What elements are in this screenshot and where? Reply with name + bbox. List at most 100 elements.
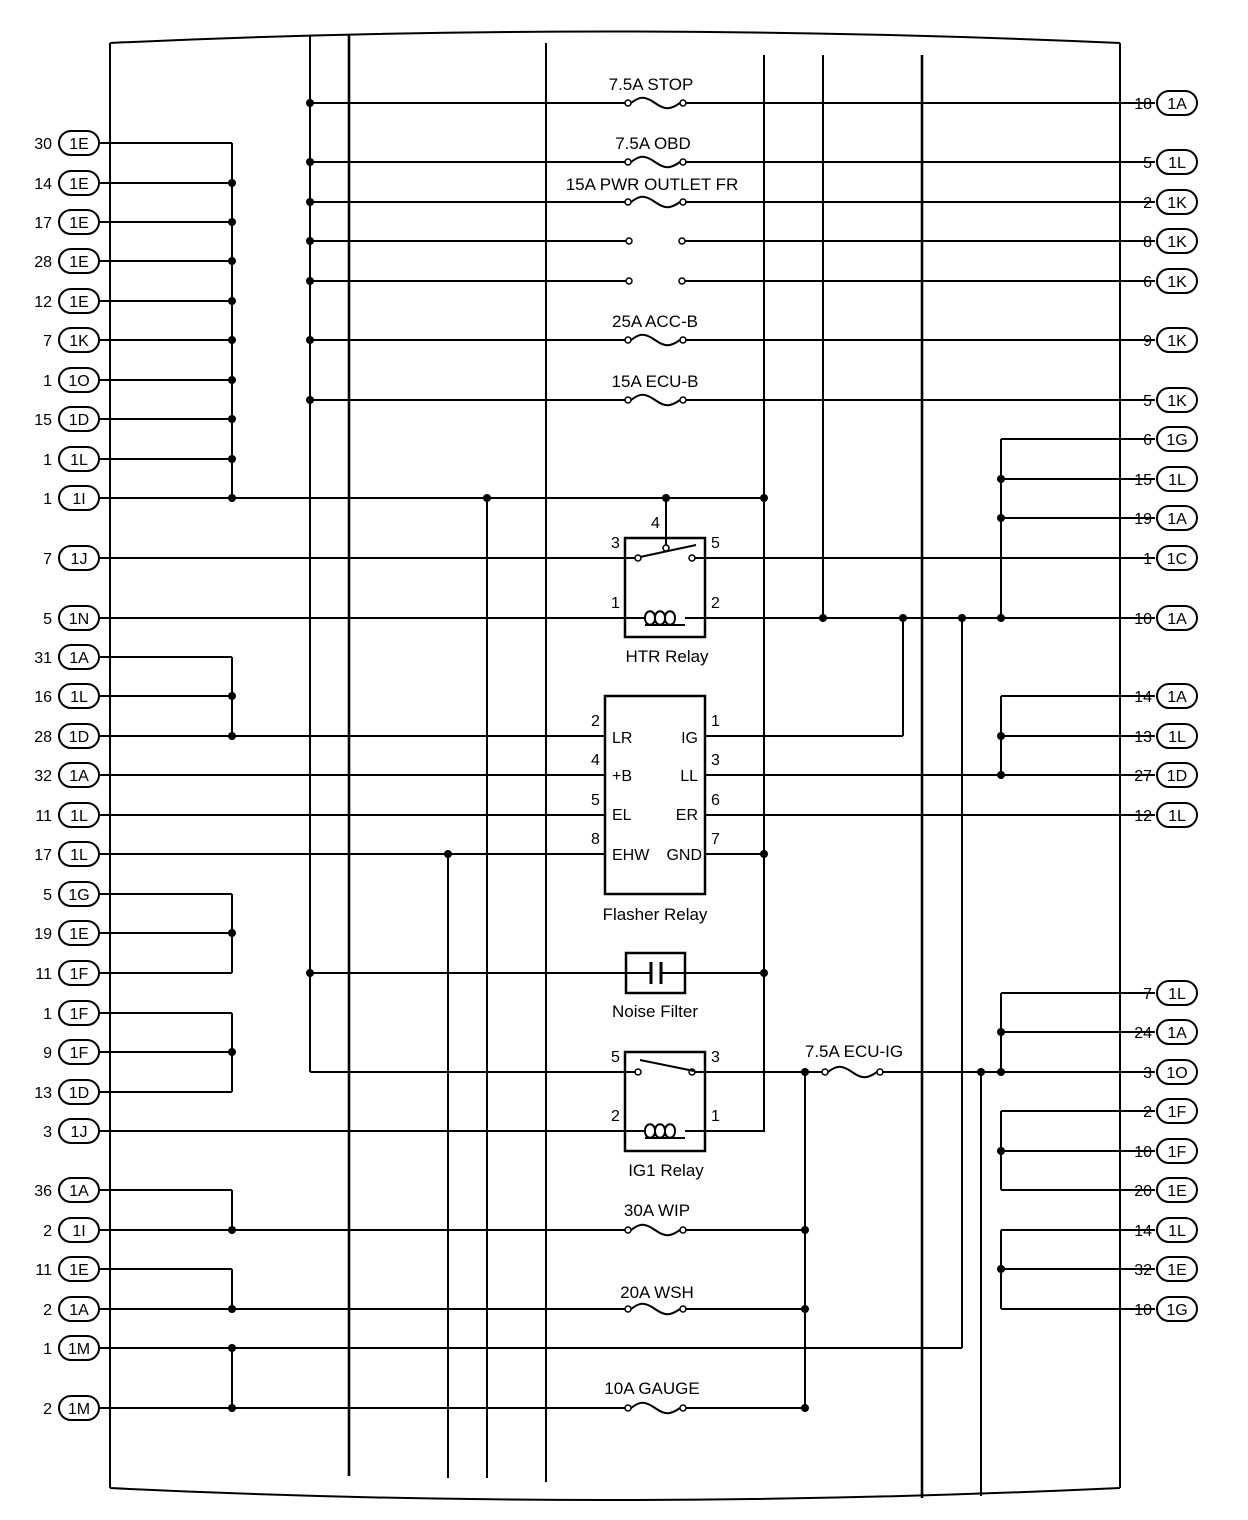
- flasher-terminal-lr: LR: [612, 730, 632, 747]
- connector-pill: [1156, 505, 1198, 531]
- left-connector-2-1I: 1I 2: [43, 1217, 100, 1243]
- connector-id: 1A: [1167, 1025, 1187, 1042]
- connector-id: 1E: [69, 926, 89, 943]
- horizontal-wires: [100, 102, 1155, 1409]
- connector-pill: [58, 723, 100, 749]
- connector-pill: [1156, 980, 1198, 1006]
- connector-id: 1E: [69, 294, 89, 311]
- connector-pin-number: 30: [34, 136, 52, 153]
- connector-pin-number: 8: [1143, 234, 1152, 251]
- connector-pill: [58, 960, 100, 986]
- vertical-bus-lines: [309, 35, 982, 1498]
- connector-id: 1J: [71, 1124, 88, 1141]
- connector-pin-number: 5: [1143, 393, 1152, 410]
- fuse-wip: [624, 1223, 687, 1237]
- flasher-pin-6: 6: [711, 792, 720, 809]
- connector-id: 1A: [69, 650, 89, 667]
- connector-pin-number: 1: [43, 1341, 52, 1358]
- flasher-terminal-ehw: EHW: [612, 847, 650, 864]
- connector-pin-number: 2: [43, 1302, 52, 1319]
- connector-pin-number: 2: [43, 1401, 52, 1418]
- connector-id: 1I: [72, 1223, 85, 1240]
- connector-pill: [1156, 802, 1198, 828]
- htr-pin-2: 2: [711, 595, 720, 612]
- flasher-terminal-el: EL: [612, 807, 632, 824]
- connector-pill: [1156, 1177, 1198, 1203]
- connector-id: 1L: [70, 689, 88, 706]
- fuse-gauge: [624, 1401, 687, 1415]
- connector-pill: [58, 920, 100, 946]
- flasher-pin-3: 3: [711, 752, 720, 769]
- connector-id: 1A: [1167, 511, 1187, 528]
- connector-pill: [58, 170, 100, 196]
- connector-id: 1A: [69, 1302, 89, 1319]
- connector-pill: [58, 802, 100, 828]
- connector-id: 1C: [1167, 551, 1187, 568]
- connector-pin-number: 5: [43, 887, 52, 904]
- right-connector-5-1K: 1K5: [1143, 387, 1198, 413]
- right-connector-labels: 1A181L51K21K81K61K91K51G61L151A191C11A10…: [1134, 90, 1198, 1322]
- connector-pin-number: 14: [1134, 689, 1152, 706]
- connector-pin-number: 13: [34, 1085, 52, 1102]
- fuse-obd-label: 7.5A OBD: [615, 134, 691, 153]
- connector-pin-number: 6: [1143, 432, 1152, 449]
- right-connector-3-1O: 1O3: [1143, 1059, 1198, 1085]
- connector-id: 1I: [72, 491, 85, 508]
- connector-pill: [58, 1335, 100, 1361]
- connector-id: 1E: [1167, 1262, 1187, 1279]
- connector-pin-number: 7: [43, 551, 52, 568]
- flasher-pin-7: 7: [711, 831, 720, 848]
- htr-pin-5: 5: [711, 535, 720, 552]
- connector-pill: [58, 1118, 100, 1144]
- connector-pill: [1156, 189, 1198, 215]
- connector-id: 1L: [1168, 472, 1186, 489]
- connector-id: 1K: [69, 333, 89, 350]
- connector-pin-number: 12: [34, 294, 52, 311]
- connector-pin-number: 17: [34, 215, 52, 232]
- connector-pill: [58, 881, 100, 907]
- ig1-pin-3: 3: [711, 1049, 720, 1066]
- connector-id: 1K: [1167, 195, 1187, 212]
- connector-pin-number: 32: [34, 768, 52, 785]
- connector-id: 1L: [1168, 729, 1186, 746]
- fuse-ecu-ig-label: 7.5A ECU-IG: [805, 1042, 903, 1061]
- connector-pin-number: 14: [34, 176, 52, 193]
- connector-pin-number: 5: [1143, 155, 1152, 172]
- connector-pin-number: 2: [43, 1223, 52, 1240]
- connector-pill: [58, 406, 100, 432]
- fuse-acc-b-label: 25A ACC-B: [612, 312, 698, 331]
- connector-pin-number: 9: [1143, 333, 1152, 350]
- connector-pin-number: 20: [1134, 1183, 1152, 1200]
- connector-id: 1L: [70, 847, 88, 864]
- connector-pin-number: 1: [43, 491, 52, 508]
- connector-id: 1A: [1167, 96, 1187, 113]
- right-connector-2-1F: 1F2: [1143, 1098, 1198, 1124]
- connector-pill: [58, 1039, 100, 1065]
- fuse-pwr-outlet-label: 15A PWR OUTLET FR: [566, 175, 739, 194]
- connector-id: 1J: [71, 551, 88, 568]
- connector-pill: [58, 288, 100, 314]
- flasher-pin-5: 5: [591, 792, 600, 809]
- connector-id: 1L: [70, 452, 88, 469]
- connector-pill: [58, 130, 100, 156]
- connector-pill: [1156, 466, 1198, 492]
- fuse-ecu-b-label: 15A ECU-B: [612, 372, 699, 391]
- connector-pin-number: 36: [34, 1183, 52, 1200]
- left-connector-2-1M: 1M2: [43, 1395, 100, 1421]
- connector-pin-number: 10: [1134, 1302, 1152, 1319]
- right-connector-1-1C: 1C1: [1143, 545, 1198, 571]
- htr-relay: 4 3 5 1 2 HTR Relay: [600, 498, 720, 666]
- connector-pin-number: 11: [35, 1262, 52, 1279]
- left-connector-7-1K: 1K7: [43, 327, 100, 353]
- connector-pill: [58, 1256, 100, 1282]
- connector-pin-number: 7: [1143, 986, 1152, 1003]
- connector-id: 1F: [70, 1006, 89, 1023]
- connector-pill: [58, 327, 100, 353]
